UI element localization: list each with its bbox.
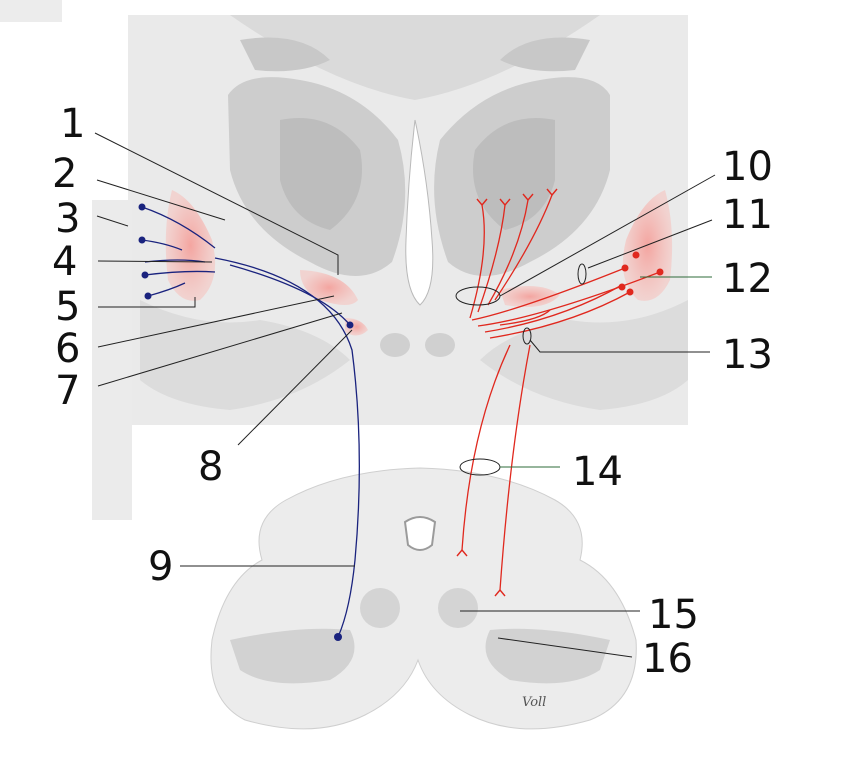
- leader-6: [97, 295, 335, 348]
- scan-corner-artifact: [0, 0, 62, 22]
- pons-section: [210, 467, 637, 730]
- cell-dot: [618, 283, 626, 291]
- afferent-fiber-4: [494, 194, 553, 301]
- label-9: 9: [148, 544, 173, 590]
- leader-11: [587, 219, 713, 269]
- afferent-fiber-9: [499, 309, 551, 326]
- nerve-ending-icon: [499, 198, 511, 207]
- nerve-ending-icon: [456, 548, 468, 557]
- thalamic-nucleus-right: [473, 118, 555, 230]
- artist-signature: Voll: [522, 695, 546, 710]
- label-2: 2: [52, 151, 77, 197]
- leader-4: [97, 260, 213, 263]
- bundle-ring-14: [459, 458, 501, 476]
- leader-7: [97, 312, 343, 387]
- label-numbers: 1 2 3 4 5 6 7 8 9 10 11 12 13 14 15 16: [52, 101, 773, 682]
- label-8: 8: [198, 444, 223, 490]
- label-7: 7: [55, 368, 80, 414]
- label-1: 1: [60, 101, 85, 147]
- afferent-fiber-6: [477, 271, 661, 327]
- lateral-ventricle-right: [500, 37, 590, 72]
- label-14: 14: [572, 449, 623, 495]
- label-16: 16: [642, 636, 693, 682]
- label-10: 10: [722, 144, 773, 190]
- efferent-cell-bodies: [138, 203, 354, 641]
- leader-3: [96, 215, 129, 227]
- amygdala-nucleus-left: [165, 190, 216, 301]
- lateral-ventricle-left: [240, 37, 330, 72]
- brainstem-section: [210, 467, 637, 730]
- cell-dot: [346, 321, 354, 329]
- forebrain-section: [0, 0, 688, 520]
- cell-dot: [138, 236, 146, 244]
- efferent-main-tract: [214, 257, 360, 638]
- afferent-terminals: [456, 188, 558, 597]
- cell-dot: [626, 288, 634, 296]
- label-4: 4: [52, 239, 77, 285]
- nerve-ending-icon: [522, 193, 534, 202]
- nerve-ending-icon: [494, 588, 506, 597]
- label-11: 11: [722, 192, 773, 238]
- nerve-ending-icon: [476, 198, 488, 207]
- leader-13: [529, 339, 710, 353]
- afferent-fiber-1: [469, 204, 485, 319]
- label-5: 5: [55, 284, 80, 330]
- afferent-fiber-8: [489, 291, 631, 339]
- red-nucleus-right: [438, 588, 478, 628]
- corpus-callosum: [230, 15, 600, 100]
- third-ventricle: [405, 119, 434, 306]
- leader-2: [96, 179, 226, 221]
- label-13: 13: [722, 332, 773, 378]
- efferent-fiber-2: [141, 239, 183, 251]
- cell-dot: [632, 251, 640, 259]
- hypothalamic-nucleus-left: [300, 270, 358, 305]
- bundle-ring-13: [522, 327, 532, 345]
- afferent-fiber-3: [487, 199, 529, 306]
- leader-5: [98, 297, 196, 308]
- leader-lines: [94, 132, 716, 658]
- cell-dot: [621, 264, 629, 272]
- nerve-ending-icon: [546, 188, 558, 197]
- label-12: 12: [722, 256, 773, 302]
- leader-10: [499, 174, 716, 297]
- cell-dot: [141, 271, 149, 279]
- afferent-fiber-2: [477, 204, 506, 313]
- cell-dot: [334, 633, 342, 641]
- mammillary-body-right: [425, 333, 455, 357]
- bundle-ring-11: [577, 263, 587, 285]
- thalamic-nucleus-left: [280, 118, 362, 230]
- gray-band-right: [485, 628, 610, 684]
- afferent-fiber-5: [471, 267, 626, 321]
- efferent-fiber-1: [141, 206, 216, 249]
- efferent-fiber-4: [144, 270, 216, 276]
- label-3: 3: [55, 196, 80, 242]
- aqueduct: [403, 516, 437, 551]
- temporal-cortex-right: [480, 300, 688, 410]
- leader-16: [497, 637, 633, 658]
- cell-dot: [144, 292, 152, 300]
- cell-dot: [138, 203, 146, 211]
- red-nucleus-left: [360, 588, 400, 628]
- afferent-descending-2: [499, 344, 531, 591]
- label-15: 15: [648, 592, 699, 638]
- cell-dot: [656, 268, 664, 276]
- efferent-branch: [229, 264, 351, 326]
- section-left-extension: [92, 200, 132, 520]
- mammillary-body-left: [380, 333, 410, 357]
- afferent-descending-1: [461, 344, 511, 551]
- temporal-cortex-left: [140, 300, 350, 410]
- leader-1: [94, 132, 339, 275]
- afferent-cell-bodies: [618, 251, 664, 296]
- gray-band-left: [230, 628, 355, 684]
- afferent-tract: [461, 194, 661, 591]
- afferent-fiber-7: [484, 284, 623, 333]
- efferent-fiber-5: [147, 282, 186, 297]
- leader-8: [237, 329, 353, 446]
- label-6: 6: [55, 326, 80, 372]
- hypothalamic-nucleus-right: [500, 286, 560, 308]
